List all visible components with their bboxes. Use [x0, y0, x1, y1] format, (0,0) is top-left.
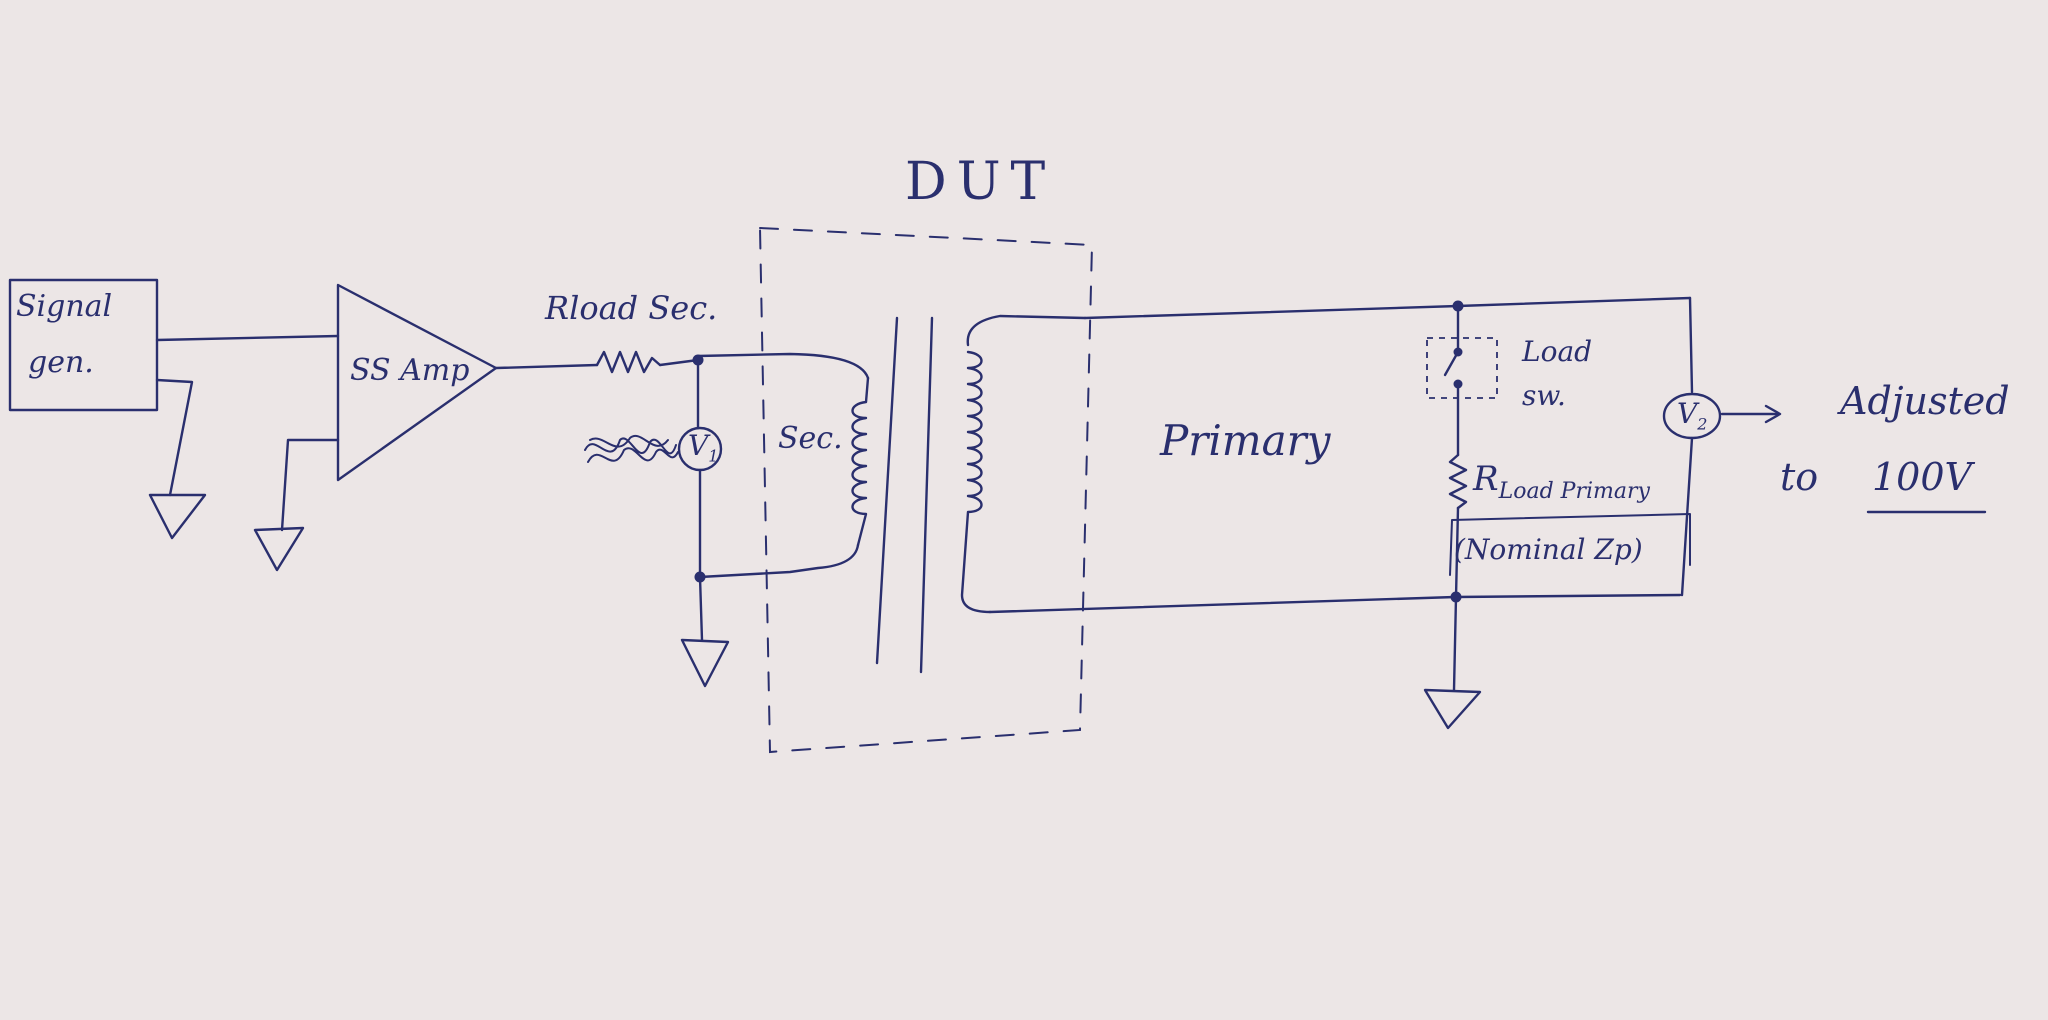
dut-label: DUT	[905, 152, 1056, 212]
primary-label: Primary	[1160, 416, 1331, 465]
r-load-sec-resistor	[595, 350, 662, 374]
v2-label-sub: 2	[1697, 414, 1708, 434]
nominal-zp-label: (Nominal Zp)	[1454, 533, 1643, 566]
amp-output-wire	[494, 363, 599, 370]
ss-amp-triangle	[336, 283, 498, 482]
secondary-coil	[851, 376, 870, 547]
gen-ground-symbol	[148, 493, 207, 540]
sec-ground-symbol	[680, 638, 730, 688]
v1-label-main: V	[688, 429, 709, 462]
v2-lower-wire	[1680, 436, 1694, 597]
to-label: to	[1780, 455, 1819, 499]
r-load-primary-label: RLoad Primary	[1473, 462, 1650, 503]
core-line-2	[919, 316, 934, 674]
core-line-1	[875, 316, 899, 665]
sec-bottom-wire	[698, 543, 860, 579]
primary-top-wire	[1083, 296, 1692, 320]
r-load-primary-resistor	[1448, 453, 1468, 510]
scribble-mark	[584, 435, 679, 463]
r-load-primary-main: R	[1473, 459, 1499, 499]
ss-amp-label: SS Amp	[350, 353, 470, 388]
secondary-label: Sec.	[778, 421, 843, 456]
sec-ground-wire	[698, 575, 704, 642]
v1-label: V1	[688, 432, 718, 465]
amp-ground-symbol	[253, 526, 305, 572]
r-load-primary-sub: Load Primary	[1498, 478, 1650, 504]
signal-gen-box	[8, 278, 159, 412]
arrow-head	[1764, 404, 1782, 424]
value-100v-label: 100V	[1872, 455, 1972, 499]
dut-enclosure	[758, 226, 1094, 754]
sec-top-wire	[696, 352, 870, 380]
switch-blade	[1443, 350, 1460, 377]
v1-label-sub: 1	[708, 446, 719, 466]
signal-gen-label-line1: Signal	[16, 289, 113, 324]
resistor-to-node-wire	[658, 358, 700, 367]
primary-ground-symbol	[1423, 688, 1482, 730]
signal-gen-label-line2: gen.	[28, 345, 94, 380]
primary-coil	[960, 314, 1087, 614]
amp-ground-wire	[280, 438, 340, 532]
v2-upper-wire	[1688, 296, 1694, 394]
primary-bottom-wire	[988, 593, 1682, 614]
v2-label-main: V	[1677, 397, 1698, 430]
adjusted-label: Adjusted	[1840, 379, 2010, 423]
load-sw-label-line2: sw.	[1522, 379, 1566, 412]
gen-to-amp-wire	[155, 334, 340, 342]
primary-ground-wire	[1452, 595, 1458, 692]
r-load-primary-lower-wire	[1454, 506, 1460, 599]
r-load-primary-bracket	[1449, 513, 1691, 576]
gen-ground-wire	[155, 378, 194, 497]
r-load-sec-label: Rload Sec.	[545, 289, 718, 327]
load-sw-label-line1: Load	[1522, 335, 1593, 368]
switch-dashed-box	[1426, 337, 1498, 399]
v2-label: V2	[1677, 400, 1707, 433]
